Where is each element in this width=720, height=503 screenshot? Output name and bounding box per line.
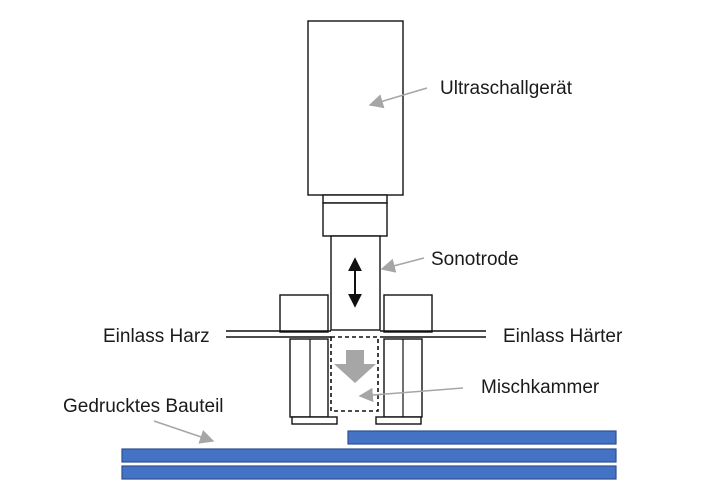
- ultrasound-coupling: [322, 194, 388, 204]
- printed-layer-top: [347, 430, 617, 445]
- pointer-ultrasound: [368, 87, 428, 109]
- pointer-mixing-chamber: [358, 387, 464, 403]
- pointer-printed-part: [153, 420, 215, 444]
- label-mixing-chamber: Mischkammer: [481, 377, 600, 398]
- inlet-pipe-right: [380, 330, 486, 338]
- nozzle-foot-left: [291, 416, 338, 425]
- mixing-chamber: [330, 336, 379, 412]
- chamber-wall-left: [289, 338, 329, 418]
- ultrasound-adapter: [322, 202, 388, 237]
- label-ultrasound-device: Ultraschallgerät: [440, 78, 573, 99]
- ultrasound-device-body: [307, 20, 404, 196]
- upper-block-left: [279, 294, 329, 333]
- label-sonotrode: Sonotrode: [431, 249, 519, 270]
- printed-layer-middle: [121, 448, 617, 463]
- label-printed-part: Gedrucktes Bauteil: [63, 396, 224, 417]
- pointer-sonotrode: [380, 257, 425, 273]
- label-inlet-resin: Einlass Harz: [103, 326, 210, 347]
- printed-layer-bottom: [121, 465, 617, 480]
- upper-block-right: [383, 294, 433, 333]
- flow-down-arrow: [334, 350, 376, 383]
- nozzle-foot-right: [375, 416, 422, 425]
- inlet-pipe-left: [226, 330, 331, 338]
- label-inlet-hardener: Einlass Härter: [503, 326, 623, 347]
